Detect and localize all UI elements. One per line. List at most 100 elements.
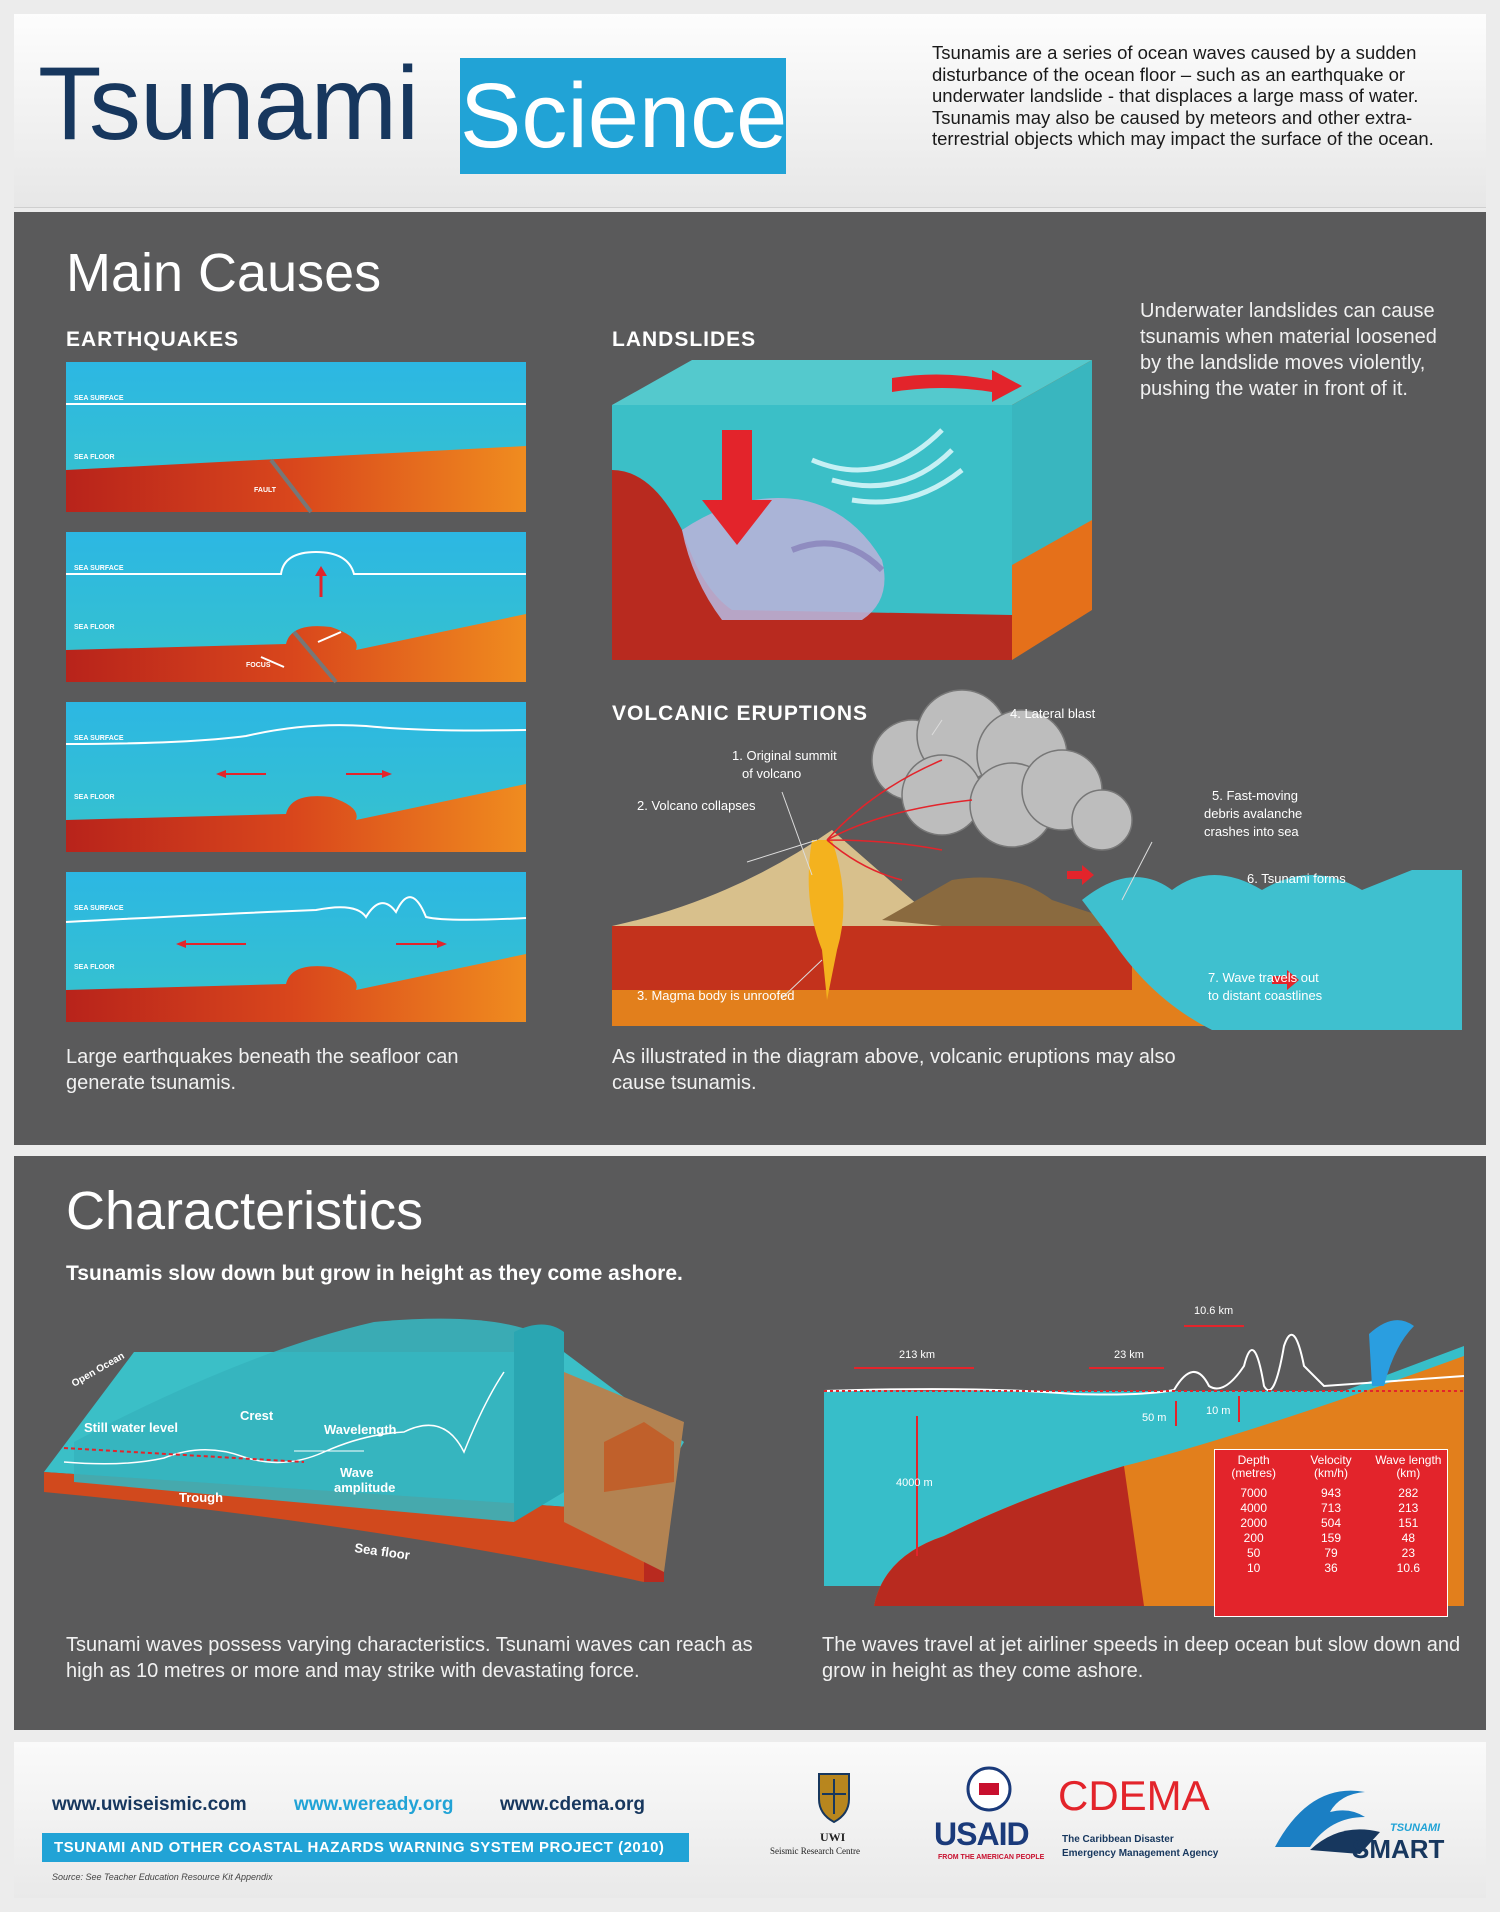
title-main: Tsunami [38, 46, 419, 162]
svg-text:SEA FLOOR: SEA FLOOR [74, 454, 115, 461]
crest-label: Crest [240, 1408, 274, 1423]
uwi-label: UWI [820, 1830, 846, 1844]
tsunami-smart-label-2: SMART [1352, 1834, 1445, 1864]
table-header-velocity-unit: (km/h) [1313, 1466, 1348, 1480]
volc-label-5a: 5. Fast-moving [1212, 788, 1298, 803]
earthquakes-heading: EARTHQUAKES [66, 328, 240, 351]
volc-label-7a: 7. Wave travels out [1208, 970, 1319, 985]
table-row: 2000 504 151 [1215, 1516, 1447, 1531]
table-cell: 943 [1320, 1486, 1341, 1500]
eq-stage-2: SEA SURFACE SEA FLOOR FOCUS [66, 532, 526, 684]
footer: www.uwiseismic.com www.weready.org www.c… [14, 1742, 1486, 1898]
eq-stage-1: SEA SURFACE SEA FLOOR FAULT [66, 362, 526, 514]
table-row: 4000 713 213 [1215, 1501, 1447, 1516]
intro-text: Tsunamis are a series of ocean waves cau… [932, 42, 1434, 149]
uwi-sub-label: Seismic Research Centre [770, 1846, 860, 1856]
link-cdema[interactable]: www.cdema.org [500, 1794, 645, 1815]
earthquakes-caption: Large earthquakes beneath the seafloor c… [66, 1046, 459, 1094]
volc-label-5c: crashes into sea [1204, 824, 1299, 839]
svg-text:FAULT: FAULT [254, 487, 277, 494]
eq-stage-3: SEA SURFACE SEA FLOOR [65, 702, 527, 852]
table-row: 50 79 23 [1215, 1546, 1447, 1561]
trough-label: Trough [179, 1490, 223, 1505]
usaid-label: USAID [934, 1816, 1030, 1852]
characteristics-panel: Characteristics Tsunamis slow down but g… [14, 1156, 1486, 1730]
main-causes-panel: Main Causes EARTHQUAKES LANDSLIDES SEA S… [14, 212, 1486, 1145]
tsunami-smart-label-1: TSUNAMI [1390, 1822, 1441, 1834]
still-water-label: Still water level [84, 1420, 178, 1435]
speed-table: Depth(metres) Velocity(km/h) Wave length… [1214, 1449, 1448, 1617]
wave-anatomy-diagram: Open Ocean Still water level Crest Wavel… [44, 1318, 684, 1582]
title-science-box: Science [460, 58, 787, 174]
table-header-row: Depth(metres) Velocity(km/h) Wave length… [1215, 1450, 1447, 1486]
wavelength-label: Wavelength [324, 1422, 397, 1437]
table-cell: 2000 [1240, 1516, 1268, 1530]
usaid-seal-icon [966, 1766, 1012, 1812]
height-50m-label: 50 m [1142, 1412, 1166, 1424]
table-cell: 7000 [1240, 1486, 1268, 1500]
table-row: 7000 943 282 [1215, 1486, 1447, 1501]
table-cell: 151 [1398, 1516, 1419, 1530]
table-cell: 23 [1401, 1546, 1415, 1560]
svg-text:SEA SURFACE: SEA SURFACE [74, 735, 124, 742]
table-cell: 79 [1324, 1546, 1338, 1560]
svg-text:SEA SURFACE: SEA SURFACE [74, 395, 124, 402]
table-header-depth-unit: (metres) [1231, 1466, 1276, 1480]
table-cell: 213 [1398, 1501, 1419, 1515]
table-header-depth: Depth [1237, 1453, 1270, 1467]
wave-label: Wave [340, 1465, 373, 1480]
table-cell: 713 [1320, 1501, 1341, 1515]
eq-stage-4: SEA SURFACE SEA FLOOR [65, 872, 527, 1022]
main-causes-title: Main Causes [66, 243, 382, 303]
volc-label-7b: to distant coastlines [1208, 988, 1323, 1003]
characteristics-title: Characteristics [66, 1181, 424, 1241]
header: Tsunami Science Tsunamis are a series of… [14, 14, 1486, 208]
earthquake-diagrams: SEA SURFACE SEA FLOOR FAULT SEA SURFACE … [65, 362, 527, 1022]
table-cell: 282 [1398, 1486, 1419, 1500]
wavelength-213-label: 213 km [899, 1349, 935, 1361]
table-cell: 48 [1401, 1531, 1415, 1545]
table-header-wavelength-unit: (km) [1396, 1466, 1421, 1480]
volc-label-5b: debris avalanche [1204, 806, 1302, 821]
svg-text:SEA FLOOR: SEA FLOOR [74, 624, 115, 631]
landslides-caption: Underwater landslides can cause tsunamis… [1140, 300, 1437, 400]
table-cell: 36 [1324, 1561, 1338, 1575]
table-cell: 4000 [1240, 1501, 1268, 1515]
svg-text:SEA SURFACE: SEA SURFACE [74, 905, 124, 912]
volc-label-6: 6. Tsunami forms [1247, 871, 1346, 886]
table-header-wavelength: Wave length [1375, 1453, 1442, 1467]
table-cell: 504 [1320, 1516, 1341, 1530]
characteristics-caption-right: The waves travel at jet airliner speeds … [822, 1634, 1461, 1682]
depth-4000m-label: 4000 m [896, 1477, 933, 1489]
volc-label-1b: of volcano [742, 766, 801, 781]
amplitude-label: amplitude [334, 1480, 395, 1495]
volcanic-heading: VOLCANIC ERUPTIONS [612, 702, 869, 725]
link-weready[interactable]: www.weready.org [294, 1794, 454, 1815]
volc-label-2: 2. Volcano collapses [637, 798, 756, 813]
volcano-diagram: 1. Original summit of volcano 2. Volcano… [612, 689, 1462, 1030]
link-uwiseismic[interactable]: www.uwiseismic.com [52, 1794, 247, 1815]
wavelength-10-6-label: 10.6 km [1194, 1305, 1233, 1317]
table-cell: 10.6 [1396, 1561, 1420, 1575]
characteristics-caption-left: Tsunami waves possess varying characteri… [66, 1634, 753, 1682]
wavelength-23-label: 23 km [1114, 1349, 1144, 1361]
volcanic-caption: As illustrated in the diagram above, vol… [612, 1046, 1176, 1094]
sea-floor-label: Sea floor [354, 1540, 411, 1563]
volc-label-4: 4. Lateral blast [1010, 706, 1096, 721]
project-banner: TSUNAMI AND OTHER COASTAL HAZARDS WARNIN… [42, 1833, 689, 1862]
usaid-sub-label: FROM THE AMERICAN PEOPLE [938, 1854, 1045, 1861]
uwi-crest-icon [818, 1773, 850, 1824]
cdema-sub-label-2: Emergency Management Agency [1062, 1848, 1219, 1859]
volc-label-3: 3. Magma body is unroofed [637, 988, 795, 1003]
volc-label-1a: 1. Original summit [732, 748, 837, 763]
landslide-diagram [612, 360, 1092, 660]
table-cell: 50 [1246, 1546, 1261, 1560]
svg-text:SEA FLOOR: SEA FLOOR [74, 964, 115, 971]
source-note: Source: See Teacher Education Resource K… [52, 1872, 273, 1882]
cdema-label: CDEMA [1058, 1772, 1210, 1819]
cdema-sub-label-1: The Caribbean Disaster [1062, 1834, 1174, 1845]
tsunami-smart-wave-icon [1275, 1790, 1380, 1854]
table-cell: 200 [1243, 1531, 1264, 1545]
